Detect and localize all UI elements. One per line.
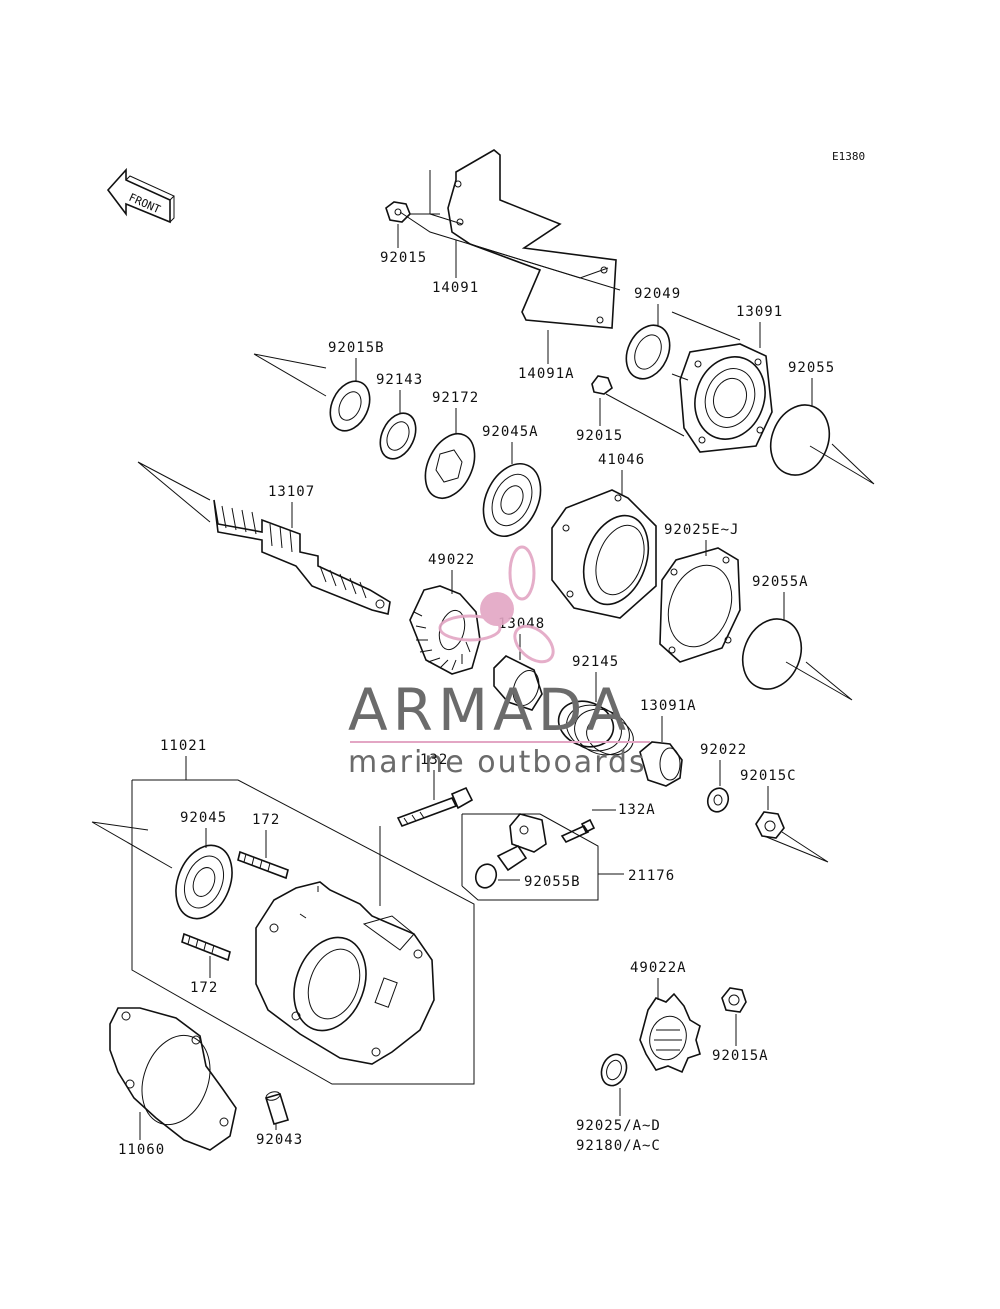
seal-92049 bbox=[625, 324, 671, 380]
label-92043: 92043 bbox=[256, 1132, 303, 1148]
label-92055B: 92055B bbox=[524, 874, 581, 890]
nut-92015-mid bbox=[591, 375, 613, 395]
watermark-logo-icon bbox=[438, 545, 555, 664]
label-92145: 92145 bbox=[572, 654, 619, 670]
gearcase-housing bbox=[255, 881, 435, 1065]
nut-92015A bbox=[721, 987, 747, 1013]
label-11060: 11060 bbox=[118, 1142, 165, 1158]
label-92015C: 92015C bbox=[740, 768, 797, 784]
label-92045A: 92045A bbox=[482, 424, 539, 440]
bolt-132A bbox=[560, 818, 596, 844]
label-41046: 41046 bbox=[598, 452, 645, 468]
label-132A: 132A bbox=[618, 802, 656, 818]
label-13107: 13107 bbox=[268, 484, 315, 500]
label-92022: 92022 bbox=[700, 742, 747, 758]
bearing-92045A bbox=[482, 463, 542, 537]
label-13091A: 13091A bbox=[640, 698, 697, 714]
stud-172-bottom bbox=[181, 932, 231, 962]
stud-172-top bbox=[237, 850, 289, 880]
sensor-21176 bbox=[496, 813, 547, 872]
bearing-92045 bbox=[175, 844, 233, 920]
label-13091: 13091 bbox=[736, 304, 783, 320]
oring-92055B bbox=[474, 863, 498, 889]
sleeve-13091A bbox=[639, 741, 683, 787]
label-92025AD: 92025/A~D bbox=[576, 1118, 661, 1134]
watermark-brand: ARMADA bbox=[348, 676, 631, 744]
pin-92043 bbox=[264, 1091, 290, 1125]
shim-92025AD bbox=[600, 1053, 628, 1087]
housing-13091 bbox=[679, 343, 773, 453]
label-11021: 11021 bbox=[160, 738, 207, 754]
bracket-14091 bbox=[447, 149, 617, 329]
label-92049: 92049 bbox=[634, 286, 681, 302]
shaft-13107 bbox=[213, 499, 391, 615]
nut-92015-top bbox=[385, 201, 411, 223]
label-92015-top: 92015 bbox=[380, 250, 427, 266]
spacer-92143 bbox=[379, 412, 417, 460]
label-92172: 92172 bbox=[432, 390, 479, 406]
shim-92172 bbox=[424, 433, 476, 499]
label-49022: 49022 bbox=[428, 552, 475, 568]
nut-92015C bbox=[755, 811, 785, 839]
bevel-gear-49022 bbox=[409, 585, 481, 675]
label-49022A: 49022A bbox=[630, 960, 687, 976]
diagram-code: E1380 bbox=[832, 150, 865, 163]
label-92015-mid: 92015 bbox=[576, 428, 623, 444]
label-172-top: 172 bbox=[252, 812, 280, 828]
label-92143: 92143 bbox=[376, 372, 423, 388]
front-arrow-icon: FRONT bbox=[106, 167, 175, 224]
label-14091: 14091 bbox=[432, 280, 479, 296]
bolt-132 bbox=[396, 786, 474, 827]
watermark-tagline: marine outboards bbox=[348, 745, 647, 780]
label-92045: 92045 bbox=[180, 810, 227, 826]
gear-49022A bbox=[639, 992, 701, 1074]
label-132: 132 bbox=[420, 752, 448, 768]
label-172-bottom: 172 bbox=[190, 980, 218, 996]
housing-41046 bbox=[551, 489, 657, 619]
label-92180AC: 92180/A~C bbox=[576, 1138, 661, 1154]
gasket-11060 bbox=[109, 1007, 237, 1151]
label-21176: 21176 bbox=[628, 868, 675, 884]
label-14091A: 14091A bbox=[518, 366, 575, 382]
label-92025EJ: 92025E~J bbox=[664, 522, 739, 538]
gasket-92025EJ bbox=[659, 547, 741, 663]
seal-92015B bbox=[329, 380, 371, 432]
coupling-13048 bbox=[493, 655, 543, 711]
washer-92022 bbox=[706, 787, 730, 813]
label-92055A: 92055A bbox=[752, 574, 809, 590]
oring-92055 bbox=[769, 404, 831, 476]
oring-92055A bbox=[741, 618, 803, 690]
label-92055: 92055 bbox=[788, 360, 835, 376]
label-92015A: 92015A bbox=[712, 1048, 769, 1064]
group-bracket-11021 bbox=[131, 756, 475, 1085]
label-92015B: 92015B bbox=[328, 340, 385, 356]
